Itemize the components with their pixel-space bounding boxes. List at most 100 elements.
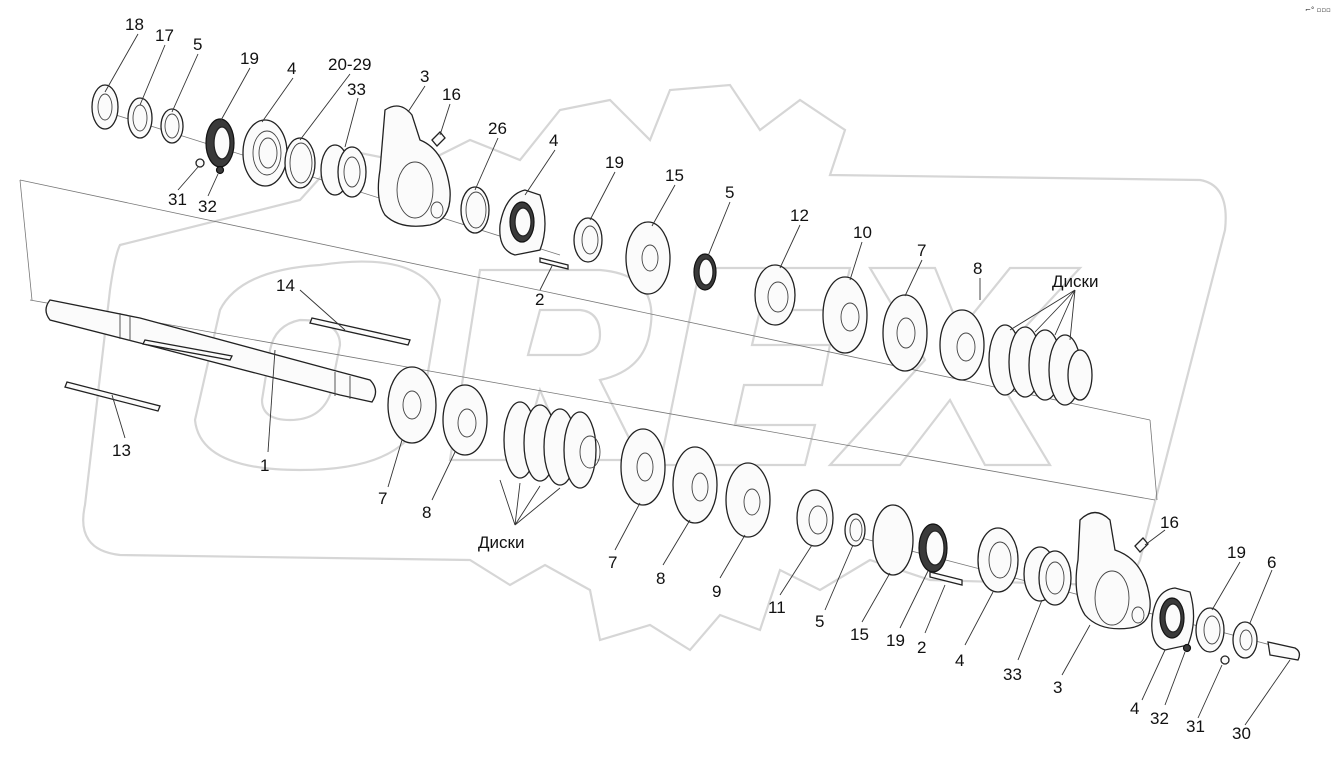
part-14-key: [309, 317, 411, 346]
part-4-flange-bottom: [977, 527, 1019, 593]
label-8-bottom: 8: [656, 569, 665, 588]
label-16-bottom: 16: [1160, 513, 1179, 532]
axis-line-lower: [29, 299, 1156, 501]
label-7-bottom: 7: [608, 553, 617, 572]
label-31: 31: [168, 190, 187, 209]
part-15-disk-bottom: [872, 504, 914, 576]
part-9-disk: [725, 462, 771, 538]
part-11-bushing: [796, 489, 834, 547]
part-5-ring-bottom: [844, 513, 866, 547]
label-4-end: 4: [1130, 699, 1139, 718]
label-33: 33: [347, 80, 366, 99]
part-32-washer-top: [215, 165, 225, 175]
part-5-ring-mid: [693, 253, 717, 291]
label-15-bottom: 15: [850, 625, 869, 644]
part-31-nut-top: [195, 158, 205, 168]
part-1-key: [142, 339, 233, 361]
part-30-bolt: [1267, 641, 1301, 661]
label-disks-bottom: Диски: [478, 533, 524, 552]
label-16: 16: [442, 85, 461, 104]
label-5-bottom: 5: [815, 612, 824, 631]
label-32-bottom: 32: [1150, 709, 1169, 728]
label-12: 12: [790, 206, 809, 225]
label-3: 3: [420, 67, 429, 86]
part-7-plate-left: [387, 366, 437, 444]
axis-bracket-right: [1149, 419, 1158, 501]
part-2-pin-bottom: [929, 571, 963, 586]
label-15: 15: [665, 166, 684, 185]
disk-pack-bottom: [503, 401, 601, 489]
part-20-29-shims: [284, 137, 316, 189]
label-7: 7: [917, 241, 926, 260]
label-31-bottom: 31: [1186, 717, 1205, 736]
part-33-bearing-top: [320, 144, 367, 198]
label-26: 26: [488, 119, 507, 138]
label-4: 4: [287, 59, 296, 78]
label-5-ring: 5: [725, 183, 734, 202]
part-4-flange-top: [242, 119, 288, 187]
part-8-plate-bottom: [672, 446, 718, 524]
part-6-washer: [1232, 621, 1258, 659]
part-19-seal-end: [1195, 607, 1225, 653]
label-32: 32: [198, 197, 217, 216]
label-33-bottom: 33: [1003, 665, 1022, 684]
part-32-washer-bottom: [1182, 643, 1192, 653]
label-8-left: 8: [422, 503, 431, 522]
leader-lines: [104, 33, 1291, 726]
label-5: 5: [193, 35, 202, 54]
part-2-pin-top: [539, 257, 569, 270]
label-disks-top: Диски: [1052, 272, 1098, 291]
label-4-cover: 4: [549, 131, 558, 150]
axis-bracket-left: [19, 179, 33, 301]
part-10-disk: [822, 276, 868, 354]
part-16-fitting-top: [431, 131, 446, 147]
part-18-nut: [91, 84, 119, 130]
label-10: 10: [853, 223, 872, 242]
part-labels: 18 17 5 19 4 20-29 33 3 16 31 32 26 4 19…: [112, 15, 1276, 743]
label-19-end: 19: [1227, 543, 1246, 562]
part-19-seal-top: [205, 118, 235, 168]
label-4-bottom: 4: [955, 651, 964, 670]
label-20-29: 20-29: [328, 55, 371, 74]
label-30: 30: [1232, 724, 1251, 743]
label-14: 14: [276, 276, 295, 295]
label-3-bottom: 3: [1053, 678, 1062, 697]
part-1-shaft: [45, 299, 377, 403]
watermark-letter-o: [193, 260, 442, 472]
corner-mark: ⌐° ▫▫▫: [1305, 6, 1331, 14]
part-26-ring: [460, 186, 490, 234]
label-19: 19: [240, 49, 259, 68]
label-8: 8: [973, 259, 982, 278]
label-6: 6: [1267, 553, 1276, 572]
part-31-nut-bottom: [1220, 655, 1230, 665]
part-8-plate-left: [442, 384, 488, 456]
disk-pack-top: [988, 324, 1093, 406]
part-8-plate-top: [939, 309, 985, 381]
label-2-bottom: 2: [917, 638, 926, 657]
part-12-bushing: [754, 264, 796, 326]
part-3-housing-top: [377, 105, 451, 227]
part-33-bearing-bottom: [1023, 546, 1072, 606]
label-9: 9: [712, 582, 721, 601]
part-19-seal-mid: [573, 217, 603, 263]
label-19-seal: 19: [605, 153, 624, 172]
part-5-ring-top: [160, 108, 184, 144]
label-7-left: 7: [378, 489, 387, 508]
label-17: 17: [155, 26, 174, 45]
label-18: 18: [125, 15, 144, 34]
label-13: 13: [112, 441, 131, 460]
part-16-fitting-bottom: [1134, 537, 1149, 553]
part-7-plate-bottom: [620, 428, 666, 506]
part-4-cover-bottom: [1151, 587, 1195, 651]
part-7-plate-top: [882, 294, 928, 372]
label-2: 2: [535, 290, 544, 309]
axis-line-main: [19, 179, 1151, 421]
label-19-bottom: 19: [886, 631, 905, 650]
part-3-housing-bottom: [1075, 511, 1151, 630]
part-15-disk-top: [625, 221, 671, 295]
label-1: 1: [260, 456, 269, 475]
label-11: 11: [768, 598, 786, 617]
part-4-cover-top: [499, 189, 546, 256]
